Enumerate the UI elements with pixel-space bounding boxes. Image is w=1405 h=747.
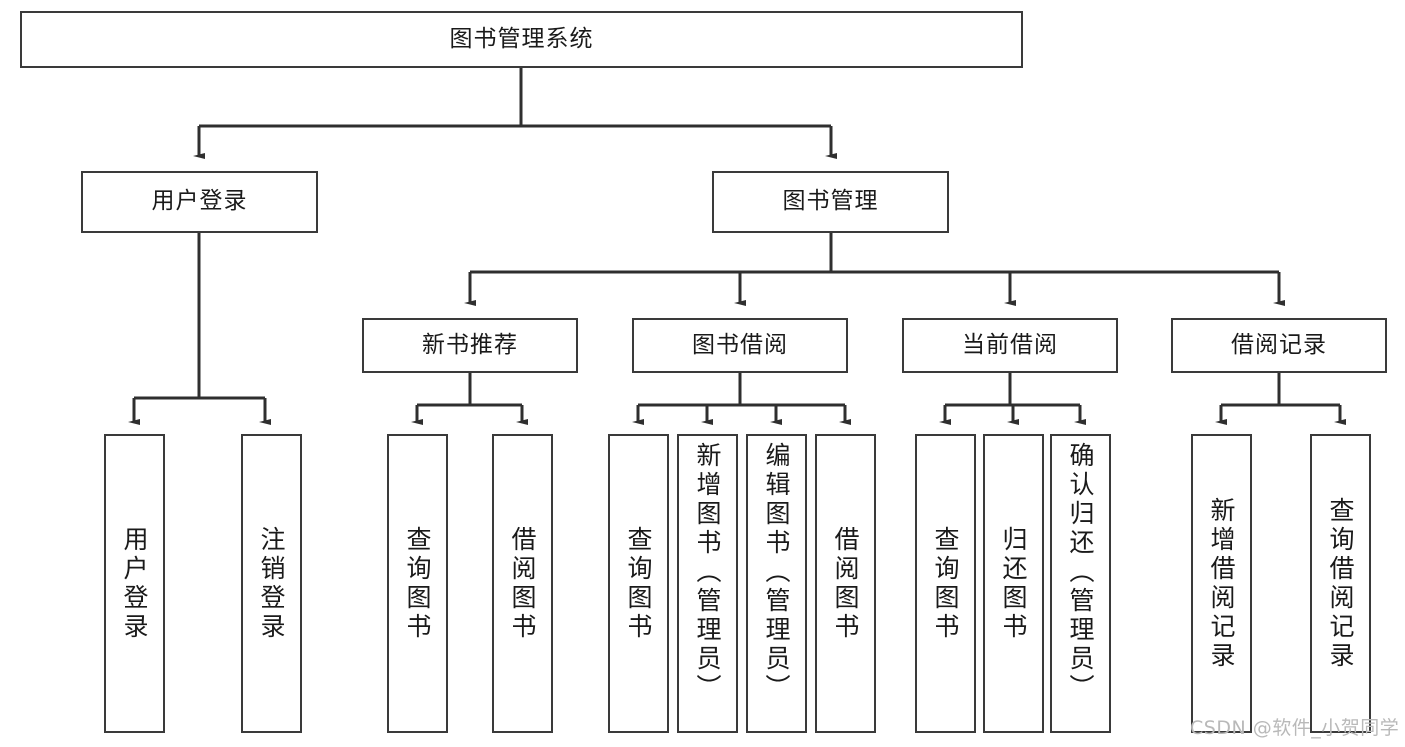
node-book-management[interactable]: 图书管理 [712, 171, 949, 233]
leaf-user-login[interactable]: 用户登录 [104, 434, 165, 733]
node-label: 借阅图书 [508, 525, 537, 642]
node-root-book-management-system[interactable]: 图书管理系统 [20, 11, 1023, 68]
node-borrow-record[interactable]: 借阅记录 [1171, 318, 1387, 373]
node-label: 归还图书 [999, 525, 1028, 642]
node-label: 新增借阅记录 [1207, 496, 1236, 671]
leaf-logout[interactable]: 注销登录 [241, 434, 302, 733]
leaf-add-book-admin[interactable]: 新增图书（管理员） [677, 434, 738, 733]
leaf-query-borrow-record[interactable]: 查询借阅记录 [1310, 434, 1371, 733]
node-label: 新书推荐 [422, 331, 518, 358]
node-label: 确认归还（管理员） [1066, 442, 1095, 703]
node-label: 图书借阅 [692, 331, 788, 358]
node-book-borrow[interactable]: 图书借阅 [632, 318, 848, 373]
node-label: 图书管理 [782, 188, 879, 215]
node-label: 查询图书 [403, 525, 432, 642]
watermark-text: CSDN @软件_小贺同学 [1190, 717, 1400, 739]
node-user-login[interactable]: 用户登录 [81, 171, 318, 233]
leaf-query-book-borrow[interactable]: 查询图书 [608, 434, 669, 733]
node-label: 用户登录 [120, 525, 149, 642]
leaf-edit-book-admin[interactable]: 编辑图书（管理员） [746, 434, 807, 733]
leaf-query-book-current[interactable]: 查询图书 [915, 434, 976, 733]
node-label: 新增图书（管理员） [693, 442, 722, 703]
leaf-confirm-return-admin[interactable]: 确认归还（管理员） [1050, 434, 1111, 733]
node-label: 编辑图书（管理员） [762, 442, 791, 703]
leaf-return-book[interactable]: 归还图书 [983, 434, 1044, 733]
node-new-book-recommend[interactable]: 新书推荐 [362, 318, 578, 373]
node-label: 借阅图书 [831, 525, 860, 642]
leaf-borrow-book[interactable]: 借阅图书 [815, 434, 876, 733]
leaf-query-book-recommend[interactable]: 查询图书 [387, 434, 448, 733]
node-label: 查询借阅记录 [1326, 496, 1355, 671]
node-label: 当前借阅 [962, 331, 1058, 358]
node-label: 注销登录 [257, 525, 286, 642]
node-current-borrow[interactable]: 当前借阅 [902, 318, 1118, 373]
node-label: 用户登录 [151, 188, 248, 215]
node-label: 图书管理系统 [449, 25, 594, 52]
node-label: 查询图书 [931, 525, 960, 642]
node-label: 借阅记录 [1231, 331, 1327, 358]
leaf-add-borrow-record[interactable]: 新增借阅记录 [1191, 434, 1252, 733]
leaf-borrow-book-recommend[interactable]: 借阅图书 [492, 434, 553, 733]
node-label: 查询图书 [624, 525, 653, 642]
